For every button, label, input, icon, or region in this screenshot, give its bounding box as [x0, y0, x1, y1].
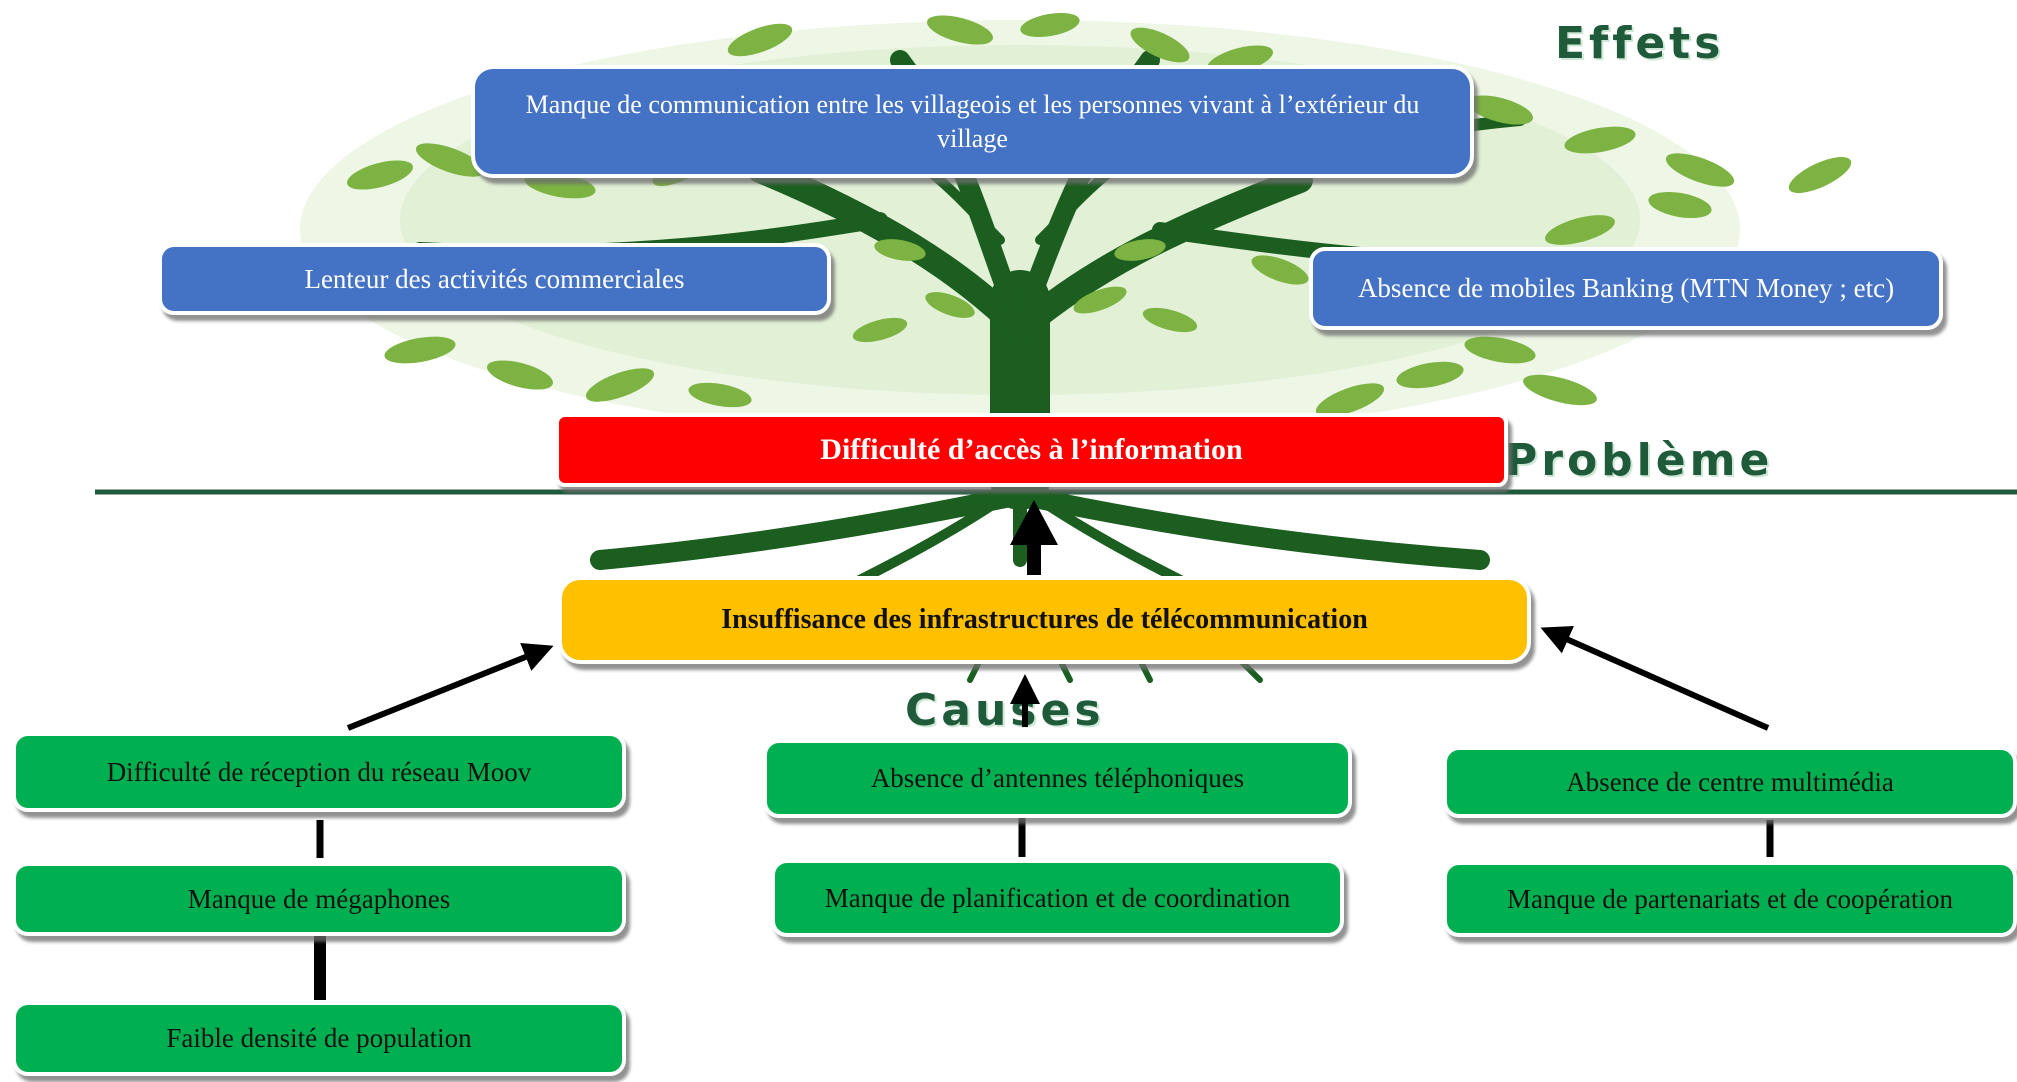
effects-label: Effets — [1555, 18, 1725, 69]
cause-center-1: Absence d’antennes téléphoniques — [763, 739, 1352, 818]
cause-right-1: Absence de centre multimédia — [1443, 746, 2017, 818]
arrow-core-to-problem — [1010, 500, 1058, 575]
cause-right-2: Manque de partenariats et de coopération — [1443, 861, 2017, 937]
tree-leaves — [347, 12, 1852, 417]
cause-center-2: Manque de planification et de coordinati… — [771, 859, 1344, 937]
effect-communication: Manque de communication entre les villag… — [471, 65, 1474, 178]
cause-left-3: Faible densité de population — [12, 1001, 626, 1076]
problem-label: Problème — [1505, 435, 1774, 486]
cause-left-1: Difficulté de réception du réseau Moov — [12, 732, 626, 812]
central-problem: Difficulté d’accès à l’information — [555, 413, 1508, 487]
core-cause: Insuffisance des infrastructures de télé… — [558, 576, 1531, 664]
arrow-left-to-core — [346, 642, 554, 731]
arrow-right-to-core — [1540, 625, 1770, 731]
effect-mobile-banking: Absence de mobiles Banking (MTN Money ; … — [1309, 247, 1943, 330]
cause-left-2: Manque de mégaphones — [12, 862, 626, 936]
causes-label: Causes — [905, 685, 1105, 736]
effect-commerce: Lenteur des activités commerciales — [158, 243, 831, 315]
